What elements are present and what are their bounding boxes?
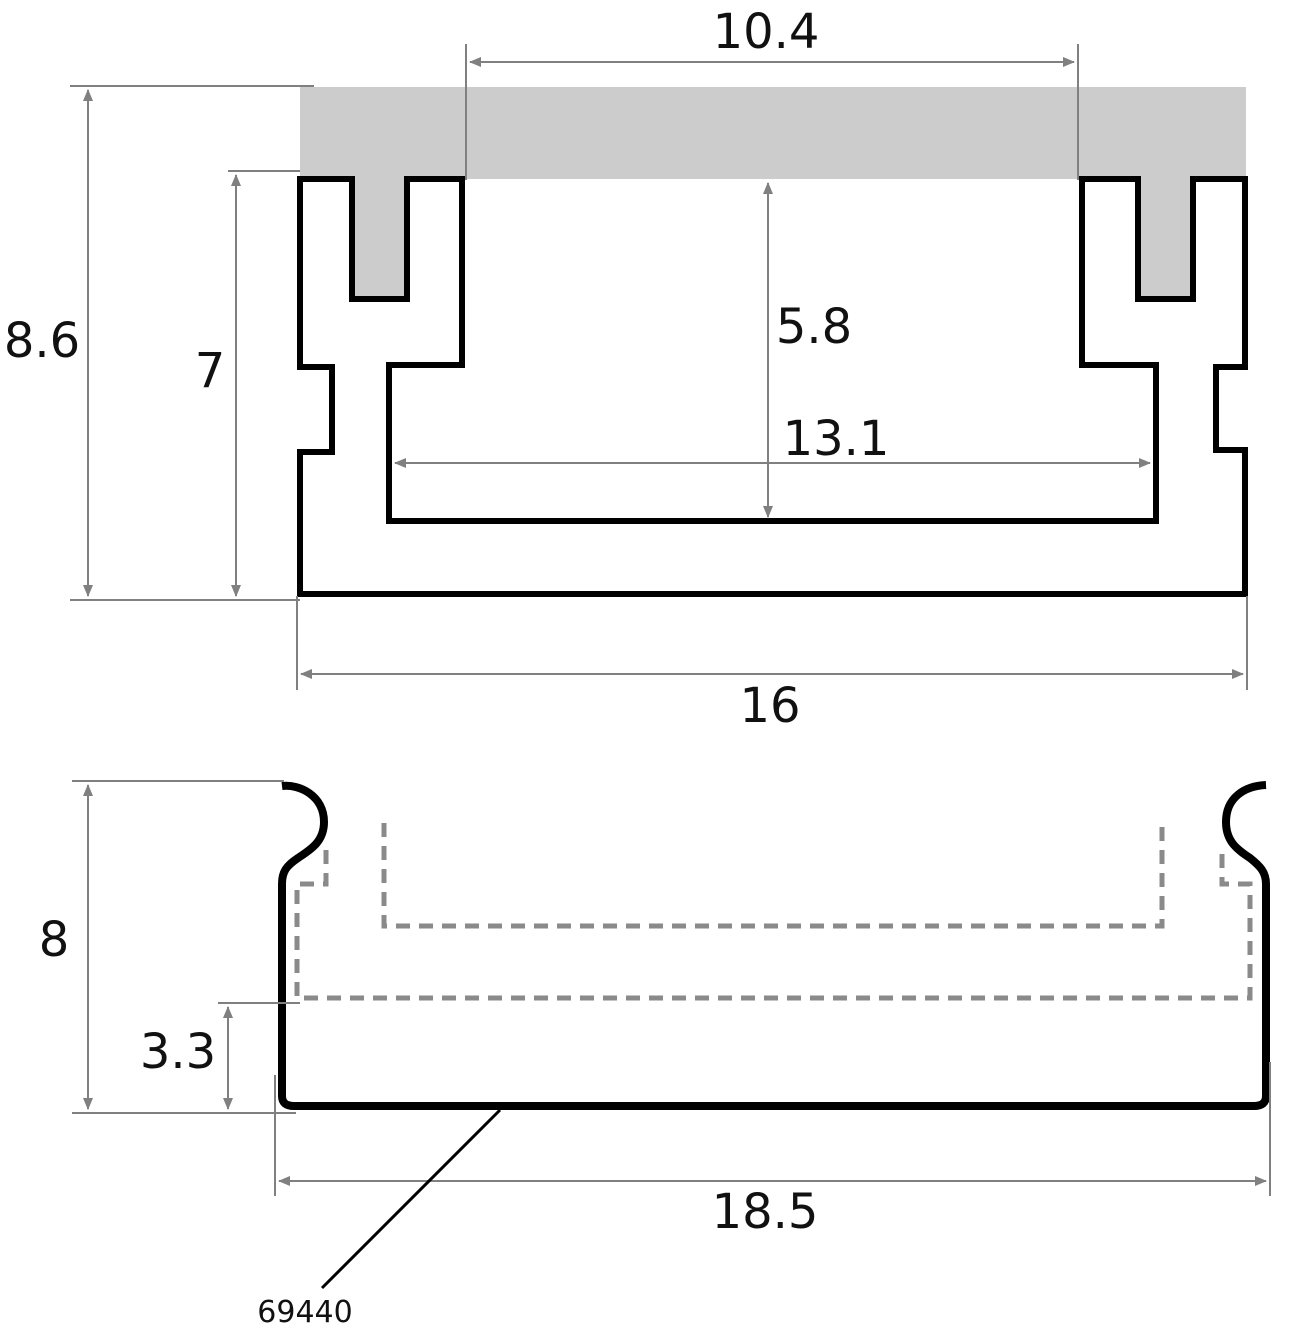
dim-label-7: 7 (195, 343, 226, 399)
dimension-bottom-width: 18.5 (274, 1062, 1271, 1240)
dim-label-5-8: 5.8 (776, 299, 852, 355)
profile-outline (297, 176, 1248, 597)
dimension-body-height: 7 (195, 170, 300, 597)
outer-profile (278, 781, 1270, 1110)
dim-label-16: 16 (739, 678, 800, 734)
dimension-inner-width: 13.1 (394, 411, 1151, 468)
dim-label-8-6: 8.6 (4, 313, 80, 369)
inner-profile-dashed (294, 820, 1253, 1001)
dimension-inset-height: 3.3 (140, 1002, 300, 1110)
dim-label-8: 8 (39, 912, 70, 968)
dimension-overall-width: 16 (296, 596, 1248, 734)
dimension-overall-height: 8.6 (4, 85, 314, 601)
dim-label-3-3: 3.3 (140, 1024, 216, 1080)
dim-label-13-1: 13.1 (783, 411, 890, 467)
part-number-callout: 69440 (257, 1108, 502, 1330)
part-number-label: 69440 (257, 1295, 352, 1330)
dim-label-10-4: 10.4 (713, 4, 820, 60)
bottom-profile: 8 3.3 18.5 69440 (39, 780, 1271, 1330)
dimension-inner-depth: 5.8 (763, 182, 852, 518)
dim-label-18-5: 18.5 (712, 1184, 819, 1240)
diffuser-cover (300, 87, 1246, 299)
dimension-top-width: 10.4 (465, 4, 1079, 180)
top-profile: 10.4 8.6 7 5.8 13.1 (4, 4, 1248, 734)
dimension-bottom-height: 8 (39, 780, 296, 1114)
